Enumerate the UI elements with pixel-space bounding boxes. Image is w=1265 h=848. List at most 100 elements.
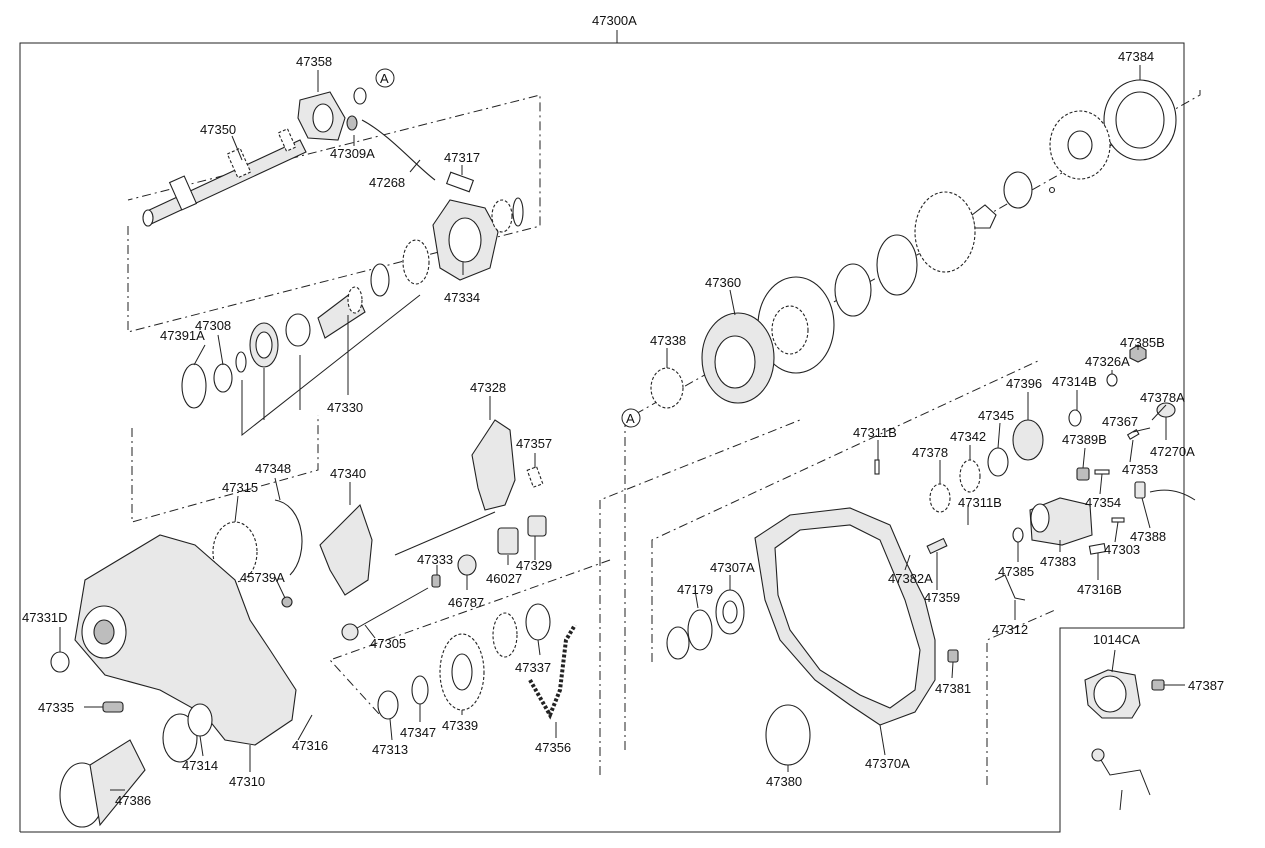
label-1014CA: 47387 [1188,678,1224,693]
label-47334: 47334 [444,290,480,305]
label-47310: 47310 [229,774,265,789]
gear-47339 [439,633,485,711]
label-47328: 47328 [470,380,506,395]
label-47384: 47384 [1118,49,1154,64]
label-47396: 47396 [1006,376,1042,391]
label-47314: 47345 [978,408,1014,423]
label-47329: 47329 [516,558,552,573]
ring-47347 [411,675,429,705]
shift-rail-47305 [341,587,429,641]
label-47345: 47342 [950,429,986,444]
seal-47383 [1012,527,1024,543]
bearing-47384 [1103,79,1177,161]
label-47315: 47315 [222,480,258,495]
label-47353: 47354 [1085,495,1121,510]
label-47338: 47338 [650,333,686,348]
label-47339: 47339 [442,718,478,733]
cam-47329 [527,515,547,537]
bearing-and-rings-47308 [181,313,311,409]
bearing-47179 [715,589,745,635]
snap-ring-47382A [687,609,713,651]
label-47312: 1014CA [1093,632,1140,647]
label-47347: 47347 [400,725,436,740]
label-47313: 47313 [372,742,408,757]
label-47385: 47382A [888,571,933,586]
motor-47312 [1084,669,1165,719]
case-housing-47310 [74,534,297,746]
label-47333: 47333 [417,552,453,567]
snap-ring-a-upper [353,87,367,105]
bracket-47359 [1088,543,1107,555]
label-47385B: 47385B [1120,335,1165,350]
svg-text:A: A [380,71,389,86]
label-47337: 47337 [515,660,551,675]
sun-gear-47330 [317,239,430,339]
bearing-47381 [765,704,811,766]
label-47307A: 47359 [924,590,960,605]
label-47311B: 47311B [958,495,1002,510]
small-parts-right [874,344,1196,523]
label-47314B: 47314B [1052,374,1097,389]
gear-47338 [650,367,684,409]
label-47386: 47386 [115,793,151,808]
flange-47386 [59,739,146,828]
label-47326A: 47326A [1085,354,1130,369]
label-46027: 46027 [486,571,522,586]
label-47389B: 47378 [912,445,948,460]
label-47382A: 47179 [677,582,713,597]
bearing-47313 [377,690,399,720]
bushing-46787 [457,554,477,576]
label-47335: 47335 [38,700,74,715]
label-47381: 47380 [766,774,802,789]
label-47316B: 47312 [992,622,1028,637]
label-47367: 47367 [1102,414,1138,429]
bracket-47316B [994,574,1026,601]
bracket-47370A [1091,748,1151,796]
label-47383: 47385 [998,564,1034,579]
svg-text:A: A [626,411,635,426]
chain-47356 [528,623,577,720]
label-47340: 47340 [330,466,366,481]
label-47179: 47307A [710,560,755,575]
label-47268: 47268 [369,175,405,190]
actuator-47303 [1029,497,1093,546]
ring-47309A [346,115,358,131]
label-47305: 47305 [370,636,406,651]
label-47317: 47317 [444,150,480,165]
main-shaft-47350 [142,128,307,227]
label-47348: 47348 [255,461,291,476]
label-47330: 47330 [327,400,363,415]
assembly-label: 47300A [592,13,637,28]
leader-lines [59,65,1185,811]
plug-47387 [947,649,959,663]
label-45739A: 45739A [240,570,285,585]
flange-47358 [297,91,346,141]
gear-47337 [492,603,551,658]
part-labels: 47358 47350 47309A 47268 47317 47334 473… [22,49,1224,808]
label-47331D: 47331D [22,610,68,625]
label-47388: 47303 [1104,542,1140,557]
spring-47357 [526,466,544,488]
fork-47328 [394,419,516,556]
label-47360: 47360 [705,275,741,290]
plug-47307A [926,537,948,555]
seal-47382A [666,626,690,660]
label-47378A: 47378A [1140,390,1185,405]
shift-fork-47340 [319,503,373,596]
diagram-frame [19,30,1185,833]
bearing-47316 [187,703,213,737]
label-47270A: 47270A [1150,444,1195,459]
label-47316: 47316 [292,738,328,753]
label-47391A: 47391A [160,328,205,343]
callout-a-upper: A [375,68,395,88]
label-47311B: 47311B [853,425,897,440]
label-47356: 47356 [535,740,571,755]
label-47314: 47314 [182,758,218,773]
label-47380: 47370A [865,756,910,771]
sensor-47317 [445,171,475,193]
callout-a-middle: A [621,408,641,428]
bearing-stack-upper-right [834,110,1111,317]
label-46787: 46787 [448,595,484,610]
rear-case-47380 [754,507,936,726]
